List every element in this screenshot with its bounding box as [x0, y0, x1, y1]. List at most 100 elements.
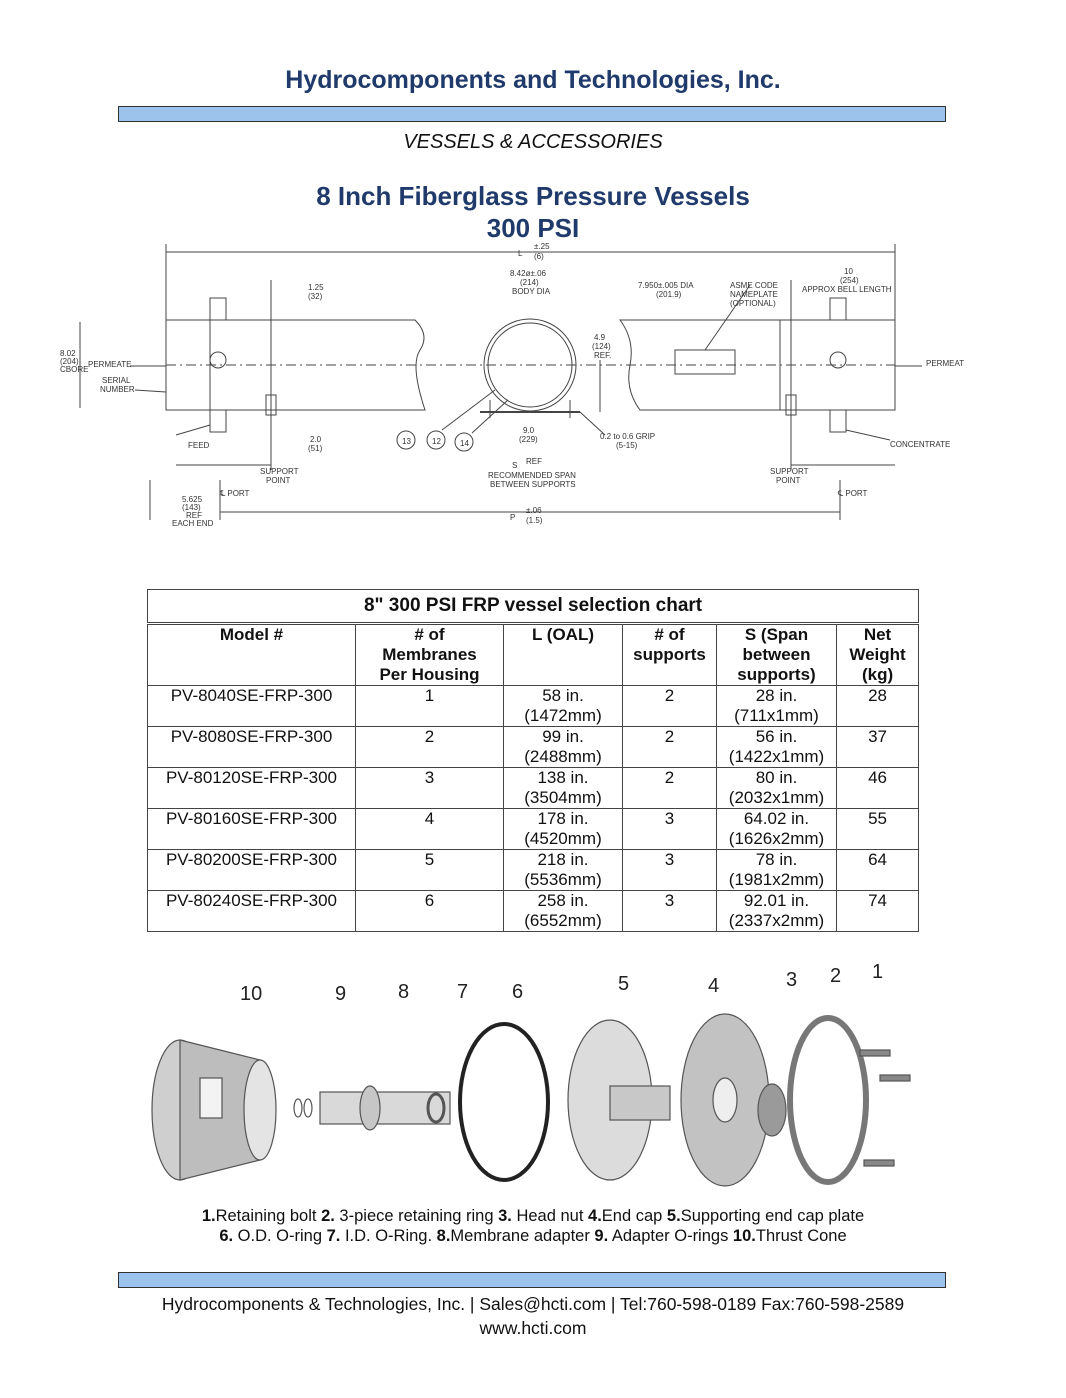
length-cell-value: (5536mm): [524, 870, 602, 889]
length-cell: 258 in.(6552mm): [503, 890, 623, 932]
weight-cell: 55: [835, 808, 920, 850]
model-cell: PV-8080SE-FRP-300: [147, 726, 356, 768]
length-cell-value: (2488mm): [524, 747, 602, 766]
span-cell: 80 in.(2032x1mm): [716, 767, 837, 809]
table-row: PV-80120SE-FRP-300 3 138 in.(3504mm) 2 80 in…: [147, 767, 920, 809]
length-cell: 138 in.(3504mm): [503, 767, 623, 809]
bore-dia: 7.950±.005 DIA: [638, 281, 694, 290]
bell-1: 10: [844, 267, 853, 276]
company-name: Hydrocomponents and Technologies, Inc.: [285, 66, 781, 94]
each-4: EACH END: [172, 519, 214, 528]
column-header-line: supports): [737, 665, 816, 684]
column-header-line: S (Span: [744, 625, 809, 644]
supports-cell: 3: [622, 890, 717, 932]
permeate-left: PERMEATE: [88, 360, 131, 369]
vessel-selection-chart: 8" 300 PSI FRP vessel selection chart Mo…: [146, 589, 920, 932]
column-header-line: Net: [863, 625, 892, 644]
body-dia: 8.42ø±.06: [510, 269, 547, 278]
weight-cell-value: 37: [868, 727, 887, 746]
length-cell: 58 in.(1472mm): [503, 685, 623, 727]
length-cell-value: (4520mm): [524, 829, 602, 848]
head-nut: [757, 1083, 787, 1137]
length-cell-value: 178 in.: [537, 809, 589, 828]
model-cell: PV-80160SE-FRP-300: [147, 808, 356, 850]
span-cell-value: 80 in.: [755, 768, 798, 787]
adapter-o-ring-2: [303, 1098, 313, 1118]
adapter-o-ring-1: [293, 1098, 303, 1118]
supports-cell: 2: [622, 767, 717, 809]
parts-caption-line-2: 6. O.D. O-ring 7. I.D. O-Ring. 8.Membran…: [0, 1226, 1066, 1246]
caption-part-number: 3.: [498, 1207, 512, 1225]
supports-cell-value: 3: [664, 850, 675, 869]
serial-1: SERIAL: [102, 376, 131, 385]
footer-contact: Hydrocomponents & Technologies, Inc. | S…: [161, 1294, 905, 1314]
asme-3: (OPTIONAL): [730, 299, 776, 308]
length-cell-value: 99 in.: [542, 727, 584, 746]
length-cell-value: 58 in.: [542, 686, 584, 705]
model-cell-value: PV-80160SE-FRP-300: [165, 809, 338, 828]
membranes-cell-value: 2: [424, 727, 435, 746]
each-3: REF: [186, 511, 202, 520]
l-tolerance-mm: (6): [534, 252, 544, 261]
supports-cell-value: 2: [664, 768, 675, 787]
membranes-cell-value: 1: [424, 686, 435, 705]
each-2: (143): [182, 503, 201, 512]
span-cell-value: 64.02 in.: [743, 809, 810, 828]
weight-cell: 37: [835, 726, 920, 768]
part-number-8: 8: [398, 981, 409, 1003]
part-number-6: 6: [512, 981, 523, 1003]
selection-table: 8" 300 PSI FRP vessel selection chart Mo…: [146, 589, 920, 932]
support-right-2: POINT: [776, 476, 801, 485]
model-cell-value: PV-8040SE-FRP-300: [170, 686, 333, 705]
membranes-cell-value: 3: [424, 768, 435, 787]
membranes-cell: 2: [355, 726, 504, 768]
span-cell-value: 28 in.: [755, 686, 798, 705]
caption-part-name: End cap: [601, 1207, 667, 1225]
supports-cell: 3: [622, 808, 717, 850]
p-tolerance: ±.06: [526, 506, 542, 515]
span-cell: 28 in.(711x1mm): [716, 685, 837, 727]
caption-part-number: 4.: [588, 1207, 602, 1225]
body-dia-mm: (214): [520, 278, 539, 287]
model-cell: PV-80120SE-FRP-300: [147, 767, 356, 809]
caption-part-number: 9.: [594, 1227, 609, 1245]
feed-label: FEED: [188, 441, 210, 450]
span-cell: 92.01 in.(2337x2mm): [716, 890, 837, 932]
weight-cell: 64: [835, 849, 920, 891]
page-title: 8 Inch Fiberglass Pressure Vessels: [316, 181, 750, 211]
span-cell: 78 in.(1981x2mm): [716, 849, 837, 891]
caption-part-name: 3-piece retaining ring: [334, 1207, 499, 1225]
dim-125: 1.25: [308, 283, 324, 292]
s-ref: REF: [526, 457, 542, 466]
model-cell-value: PV-8080SE-FRP-300: [170, 727, 333, 746]
caption-part-number: 1.: [201, 1207, 216, 1225]
column-header-line: supports: [633, 645, 706, 664]
length-cell-value: 138 in.: [537, 768, 589, 787]
column-header-line: between: [742, 645, 811, 664]
chart-title: 8" 300 PSI FRP vessel selection chart: [146, 589, 920, 625]
weight-cell-value: 28: [868, 686, 887, 705]
id-o-ring: [426, 1092, 446, 1124]
dim-90-mm: (229): [519, 435, 538, 444]
l-tolerance: ±.25: [534, 242, 550, 251]
model-cell-value: PV-80200SE-FRP-300: [165, 850, 338, 869]
span-cell-value: 92.01 in.: [743, 891, 810, 910]
span-cell-value: (1422x1mm): [728, 747, 825, 766]
ref-2: (124): [592, 342, 611, 351]
callout-14-circle: [454, 432, 474, 452]
column-header-line: L (OAL): [531, 625, 594, 644]
supports-cell: 2: [622, 685, 717, 727]
span-cell-value: (2032x1mm): [728, 788, 825, 807]
body-dia-label: BODY DIA: [512, 287, 551, 296]
column-header-line: (kg): [861, 665, 894, 684]
asme-1: ASME CODE: [730, 281, 778, 290]
part-number-4: 4: [708, 975, 719, 997]
model-cell: PV-8040SE-FRP-300: [147, 685, 356, 727]
column-header: Model #: [147, 623, 356, 686]
